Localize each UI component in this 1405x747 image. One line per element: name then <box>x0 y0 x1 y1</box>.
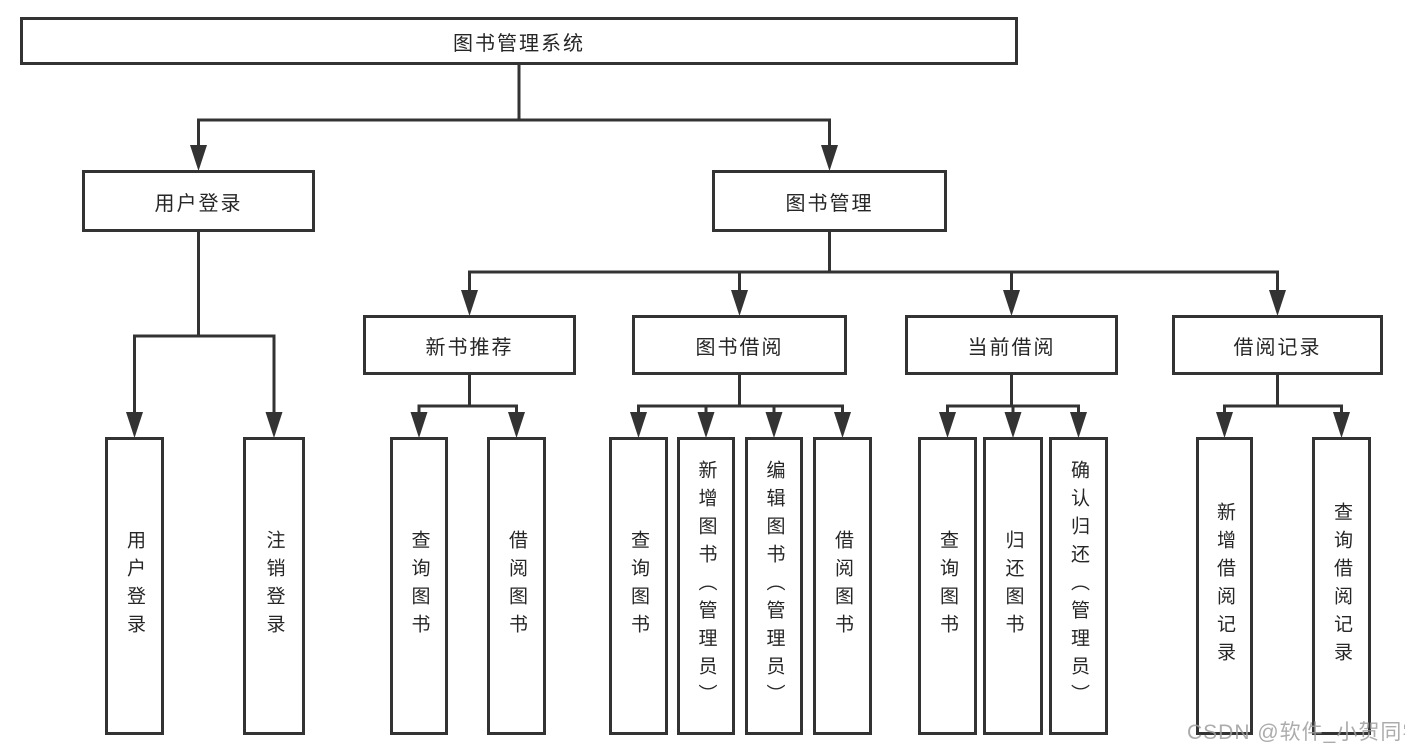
node-leaf-logout: 注销登录 <box>243 437 305 735</box>
node-leaf-borrow-books-rec: 借阅图书 <box>487 437 546 735</box>
node-leaf-return-books: 归还图书 <box>983 437 1043 735</box>
node-leaf-confirm-return-admin: 确认归还（管理员） <box>1049 437 1108 735</box>
node-current-borrow: 当前借阅 <box>905 315 1118 375</box>
node-new-book-rec: 新书推荐 <box>363 315 576 375</box>
node-leaf-query-borrow-record: 查询借阅记录 <box>1312 437 1371 735</box>
node-leaf-query-books-borrow: 查询图书 <box>609 437 668 735</box>
node-leaf-query-books-current: 查询图书 <box>918 437 977 735</box>
node-borrow-records: 借阅记录 <box>1172 315 1383 375</box>
node-leaf-edit-books-admin: 编辑图书（管理员） <box>745 437 803 735</box>
node-root: 图书管理系统 <box>20 17 1018 65</box>
node-leaf-add-borrow-record: 新增借阅记录 <box>1196 437 1253 735</box>
watermark-text: CSDN @软件_小贺同学 <box>1187 721 1405 744</box>
node-leaf-borrow-books: 借阅图书 <box>813 437 872 735</box>
node-leaf-user-login: 用户登录 <box>105 437 164 735</box>
node-leaf-query-books-rec: 查询图书 <box>390 437 448 735</box>
node-book-borrow: 图书借阅 <box>632 315 847 375</box>
node-user-login: 用户登录 <box>82 170 315 232</box>
node-book-mgmt: 图书管理 <box>712 170 947 232</box>
node-leaf-add-books-admin: 新增图书（管理员） <box>677 437 735 735</box>
